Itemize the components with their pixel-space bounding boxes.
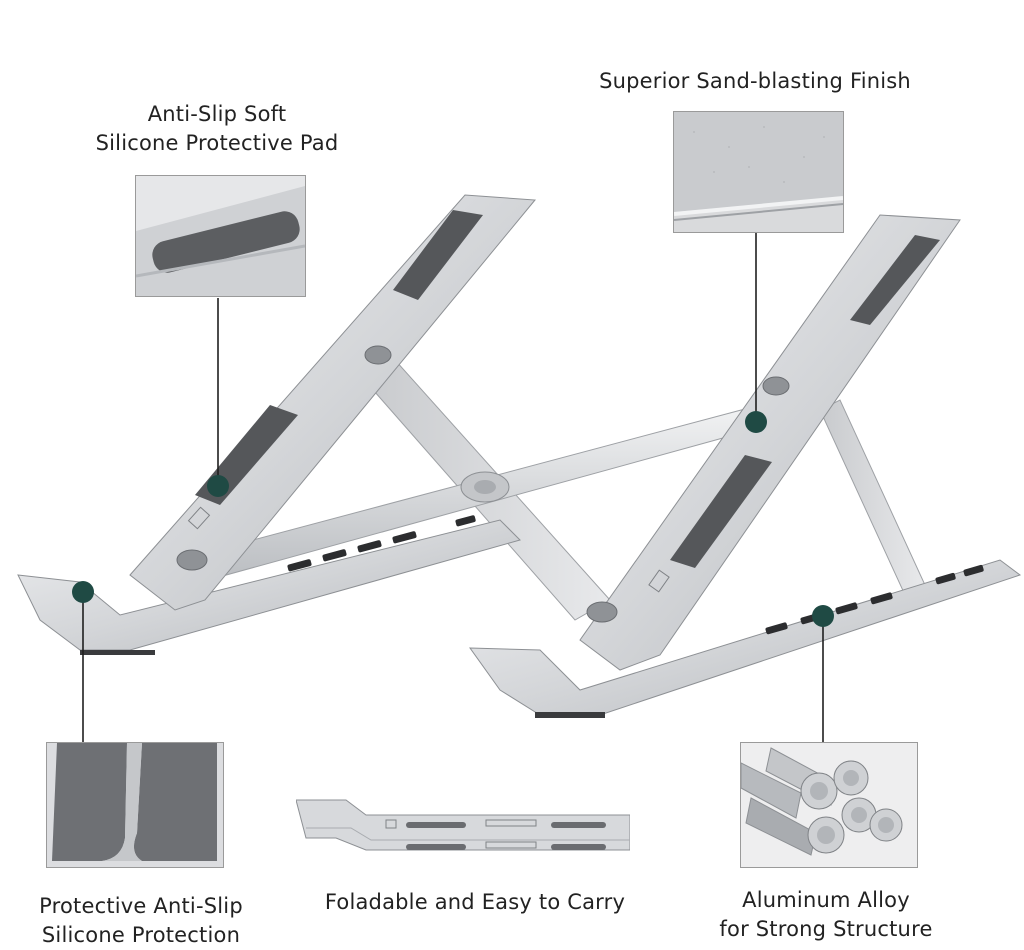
label-aluminum-alloy-line1: Aluminum Alloy	[742, 888, 910, 912]
left-base-rail	[17, 515, 521, 655]
folded-stand	[295, 790, 631, 865]
right-arm	[579, 214, 961, 671]
label-sandblast-finish-line1: Superior Sand-blasting Finish	[599, 69, 911, 93]
label-aluminum-alloy: Aluminum Alloy for Strong Structure	[706, 886, 946, 944]
label-sandblast-finish: Superior Sand-blasting Finish	[555, 67, 955, 96]
right-base-rail	[469, 559, 1022, 718]
label-foldable: Foladable and Easy to Carry	[300, 888, 650, 917]
label-anti-slip-protection: Protective Anti-Slip Silicone Protection	[10, 892, 272, 950]
silicone-pad-closeup	[135, 175, 306, 297]
label-silicone-pad-line2: Silicone Protective Pad	[95, 131, 339, 155]
label-anti-slip-protection-line2: Silicone Protection	[41, 923, 241, 947]
aluminum-rods	[740, 742, 918, 868]
label-foldable-line1: Foladable and Easy to Carry	[324, 890, 626, 914]
callout-markers	[72, 411, 834, 627]
label-silicone-pad: Anti-Slip Soft Silicone Protective Pad	[62, 100, 372, 158]
sandblast-texture-closeup	[673, 111, 844, 233]
label-silicone-pad-line1: Anti-Slip Soft	[147, 102, 287, 126]
label-anti-slip-protection-line1: Protective Anti-Slip	[39, 894, 243, 918]
feet-closeup	[46, 742, 224, 868]
label-aluminum-alloy-line2: for Strong Structure	[719, 917, 933, 941]
callout-leaders	[82, 232, 824, 742]
